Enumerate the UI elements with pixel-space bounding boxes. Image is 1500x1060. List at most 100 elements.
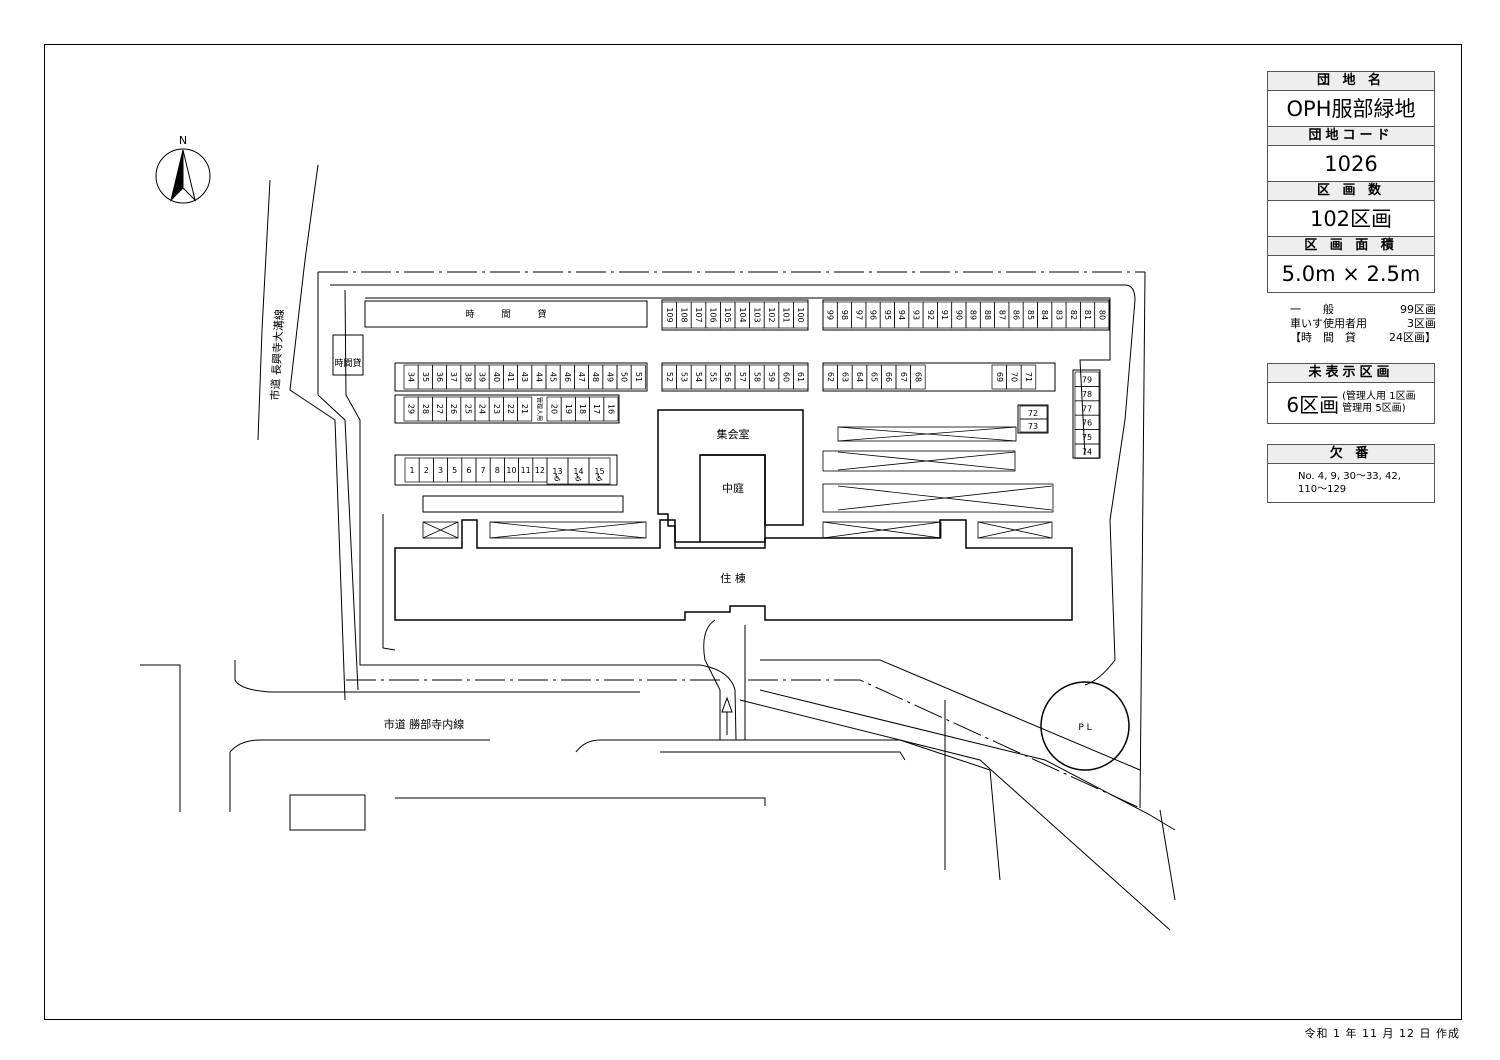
parking-slot <box>517 396 533 422</box>
parking-slot-number: 70 <box>1009 372 1018 382</box>
north-label: N <box>179 134 187 147</box>
parking-slot-number: 100 <box>796 307 805 322</box>
hourly-parking-label: 時 間 貸 <box>465 308 546 320</box>
road-south-label: 市道 勝部寺内線 <box>384 717 465 731</box>
playlot-label: P L <box>1078 723 1091 733</box>
parking-slot-number: 83 <box>1054 310 1063 320</box>
parking-slot-number: 40 <box>492 372 501 382</box>
parking-slot-number: 2 <box>424 466 429 475</box>
parking-slot-number: 38 <box>463 372 472 382</box>
parking-slot <box>1074 443 1100 459</box>
parking-slot-number: 16 <box>606 404 615 414</box>
parking-slot-number: 80 <box>1097 310 1106 320</box>
parking-slot-number: 5 <box>452 466 457 475</box>
parking-slot-number: 73 <box>1028 422 1038 431</box>
parking-slot-number: 59 <box>767 372 776 382</box>
estate-legend: 団 地 名 OPH服部緑地 団地コード 1026 区 画 数 102区画 区 画… <box>1267 71 1435 293</box>
parking-slot-number: 103 <box>752 307 761 322</box>
parking-slot <box>793 364 809 390</box>
parking-slot-number: 60 <box>782 372 791 382</box>
parking-slot-number: 109 <box>665 307 674 322</box>
parking-slot-number: 24 <box>478 404 487 414</box>
residential-building-label: 住 棟 <box>720 571 746 585</box>
estate-code: 1026 <box>1268 146 1434 182</box>
hatched-zones <box>422 426 1054 539</box>
parking-slot-number: 108 <box>679 307 688 322</box>
parking-slot-number: 48 <box>591 372 600 382</box>
parking-slot-number: 77 <box>1082 404 1092 413</box>
missing-numbers: No. 4, 9, 30～33, 42, 110～129 <box>1298 471 1401 495</box>
slot-count-heading: 区 画 数 <box>1268 182 1434 201</box>
parking-slot-number: 88 <box>983 310 992 320</box>
estate-name: OPH服部緑地 <box>1268 91 1434 127</box>
parking-slot-number: 58 <box>752 372 761 382</box>
parking-slot-number: 6 <box>466 466 471 475</box>
north-arrow-icon <box>155 148 211 204</box>
road-west-label: 市道 長興寺大溝線 <box>268 309 287 401</box>
parking-slot-number: 51 <box>634 372 643 382</box>
estate-name-heading: 団 地 名 <box>1268 72 1434 91</box>
parking-slot-number: 54 <box>694 372 703 382</box>
parking-slot-number: 25 <box>463 404 472 414</box>
parking-slot-number: 7 <box>481 466 486 475</box>
parking-slot-number: 14 <box>573 467 583 476</box>
unshown-value: 6区画 <box>1286 392 1340 417</box>
parking-slot-number: 84 <box>1040 310 1049 320</box>
entrance-arrow-icon <box>721 696 733 735</box>
parking-slot-number: 17 <box>592 404 601 414</box>
parking-slot-number: 92 <box>926 310 935 320</box>
parking-slot <box>603 396 619 422</box>
parking-slot-number: 12 <box>535 466 545 475</box>
parking-slot <box>588 457 611 485</box>
parking-slot-number: 102 <box>767 307 776 322</box>
wheelchair-icon: ♿ <box>553 473 562 484</box>
playlot-circle <box>1040 681 1130 771</box>
parking-slot-number: 91 <box>940 310 949 320</box>
parking-slot <box>630 364 646 390</box>
parking-slot <box>910 364 926 390</box>
missing-heading: 欠 番 <box>1268 445 1434 464</box>
hourly-small-label: 時間貸 <box>334 357 361 369</box>
parking-slot-number: 46 <box>563 372 572 382</box>
parking-slot-number: 41 <box>506 372 515 382</box>
parking-slot-number: 57 <box>738 372 747 382</box>
parking-slot-number: 26 <box>449 404 458 414</box>
parking-slot-number: 8 <box>495 466 500 475</box>
parking-slot-number: 78 <box>1082 390 1092 399</box>
parking-slot-number: 98 <box>840 310 849 320</box>
unshown-note: (管理人用 1区画管理用 5区画) <box>1342 391 1416 414</box>
parking-slot-number: 11 <box>521 466 531 475</box>
parking-slot <box>1094 301 1110 329</box>
parking-slot-number: 93 <box>911 310 920 320</box>
parking-slot-number: 37 <box>449 372 458 382</box>
parking-slot-number: 106 <box>709 307 718 322</box>
parking-slot-number: 79 <box>1082 376 1092 385</box>
parking-slot-number: 43 <box>520 372 529 382</box>
parking-slot-number: 20 <box>550 404 559 414</box>
parking-slot-number: 71 <box>1024 372 1033 382</box>
parking-slot-number: 50 <box>620 372 629 382</box>
parking-slot-number: 65 <box>870 372 879 382</box>
parking-slot-number: 53 <box>679 372 688 382</box>
estate-code-heading: 団地コード <box>1268 127 1434 146</box>
parking-slot-number: 66 <box>884 372 893 382</box>
parking-slot-number: 72 <box>1028 409 1038 418</box>
map-frame <box>44 44 1462 1020</box>
parking-slot-number: 64 <box>855 372 864 382</box>
slot-area: 5.0m × 2.5m <box>1281 262 1421 286</box>
parking-slot-number: 49 <box>605 372 614 382</box>
parking-slot-number: 10 <box>506 466 516 475</box>
parking-slot-number: 55 <box>709 372 718 382</box>
parking-slot-number: 1 <box>410 466 415 475</box>
parking-slot <box>793 301 809 329</box>
